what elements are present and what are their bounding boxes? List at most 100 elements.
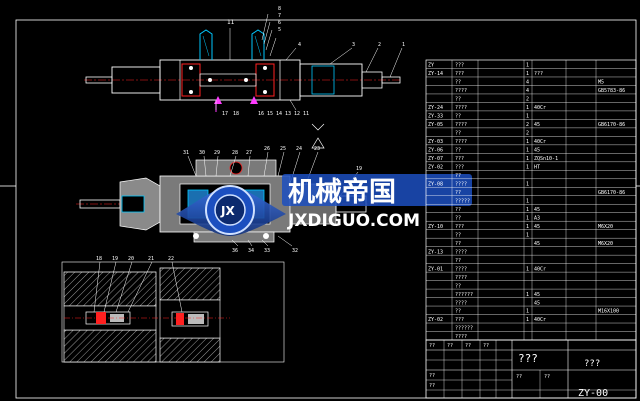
bom-cell-note: M5: [598, 80, 604, 86]
bom-cell-name: ??: [455, 207, 461, 213]
bom-cell-qty: 1: [526, 207, 529, 213]
bom-cell-name: ??????: [455, 326, 473, 332]
title-block: ??? ??? ZY-00 ?? ?? ?? ?? ?? ?? ?? ??: [425, 339, 637, 399]
bom-cell-name: ??: [455, 80, 461, 86]
bom-cell-qty: 2: [526, 131, 529, 137]
bom-cell-qty: 1: [526, 165, 529, 171]
balloon-label: 16: [258, 111, 264, 117]
bom-cell-name: ????: [455, 275, 467, 281]
watermark-logo: JX 机械帝国 JXDIGUO.COM: [176, 174, 472, 236]
bom-cell-mat: 40Cr: [534, 266, 546, 272]
bom-cell-name: ????: [455, 105, 467, 111]
balloon-label: 34: [248, 248, 254, 254]
bom-cell-note: GB6170-86: [598, 190, 625, 196]
bom-row: ZY-14???1???: [428, 71, 543, 77]
bom-cell-name: ??: [455, 190, 461, 196]
balloon-label: 19: [356, 166, 362, 172]
bom-cell-mat: 45: [534, 300, 540, 306]
balloon-label: 30: [199, 150, 205, 156]
balloon-label: 13: [285, 111, 291, 117]
title-cell: ??: [544, 374, 550, 380]
bom-cell-mat: 45: [534, 148, 540, 154]
bom-cell-mat: 40Cr: [534, 105, 546, 111]
bom-cell-qty: 1: [526, 224, 529, 230]
bom-row: ??2: [455, 97, 529, 103]
balloon-label: 3: [352, 42, 355, 48]
bom-cell-code: ZY-01: [428, 266, 443, 272]
bom-cell-code: ZY-13: [428, 249, 443, 255]
bom-cell-name: ??: [455, 283, 461, 289]
watermark-url: JXDIGUO.COM: [287, 211, 420, 231]
bom-cell-mat: 45: [534, 292, 540, 298]
bom-row: ?? 1 45: [455, 207, 540, 213]
bom-cell-mat: 40Cr: [534, 139, 546, 145]
bom-cell-qty: 4: [526, 80, 529, 86]
bom-cell-code: ZY-14: [428, 71, 443, 77]
bom-row: ??: [455, 283, 461, 289]
balloon-label: 36: [232, 248, 238, 254]
bom-cell-mat: 40Cr: [534, 317, 546, 323]
bom-cell-note: GB5783-86: [598, 88, 625, 94]
bom-cell-mat: 45: [534, 241, 540, 247]
bom-row: ??2: [455, 131, 529, 137]
bom-cell-qty: 1: [526, 292, 529, 298]
bom-cell-code: ZY-33: [428, 114, 443, 120]
bom-cell-name: ????: [455, 300, 467, 306]
balloon-label: 23: [314, 146, 320, 152]
bom-cell-qty: 1: [526, 156, 529, 162]
bom-cell-code: ZY-06: [428, 148, 443, 154]
bom-row: ??????: [455, 326, 473, 332]
bom-cell-mat: HT: [534, 165, 540, 171]
bom-cell-name: ????: [455, 266, 467, 272]
bom-cell-code: ZY-05: [428, 122, 443, 128]
balloon-label: 26: [264, 146, 270, 152]
balloon-label: 28: [232, 150, 238, 156]
title-cell: ??: [483, 343, 489, 349]
bom-cell-name: ????: [455, 181, 467, 187]
balloon-label: 8: [278, 6, 281, 12]
bom-row: ????: [455, 334, 467, 340]
bom-cell-code: ZY-07: [428, 156, 443, 162]
title-cell: ??: [429, 373, 435, 379]
title-cell: ??: [429, 383, 435, 389]
bom-cell-mat: 45: [534, 122, 540, 128]
balloon-label: 17: [222, 111, 228, 117]
bom-cell-code: ZY-08: [428, 181, 443, 187]
balloon-label: 1: [402, 42, 405, 48]
bom-cell-name: ??: [455, 232, 461, 238]
balloon-label: 5: [278, 27, 281, 33]
bom-cell-name: ??: [455, 114, 461, 120]
bom-cell-code: ZY: [428, 63, 434, 69]
bom-cell-code: ZY-02: [428, 317, 443, 323]
top-assembly-view: 11 8 7 6 5 4 3 2 1 17 18 16 15 14 13 12 …: [84, 6, 405, 131]
bom-cell-name: ???: [455, 165, 464, 171]
bom-cell-qty: 1: [526, 232, 529, 238]
detail-section-view: 18 19 20 21 22: [61, 256, 285, 363]
bom-cell-mat: ???: [534, 71, 543, 77]
balloon-label: 22: [168, 256, 174, 262]
bom-cell-mat: ZQSn10-1: [534, 156, 558, 162]
bom-cell-name: ??????: [455, 292, 473, 298]
bom-cell-name: ??: [455, 309, 461, 315]
bom-cell-mat: 45: [534, 207, 540, 213]
bom-cell-name: ????: [455, 122, 467, 128]
title-cell: ??: [447, 343, 453, 349]
bom-cell-name: ????: [455, 249, 467, 255]
balloon-label: 24: [296, 146, 302, 152]
balloon-label: 7: [278, 13, 281, 19]
bom-cell-name: ????: [455, 334, 467, 340]
bom-cell-qty: 2: [526, 97, 529, 103]
bom-cell-note: M16X100: [598, 309, 619, 315]
title-block-title: ???: [518, 352, 538, 365]
